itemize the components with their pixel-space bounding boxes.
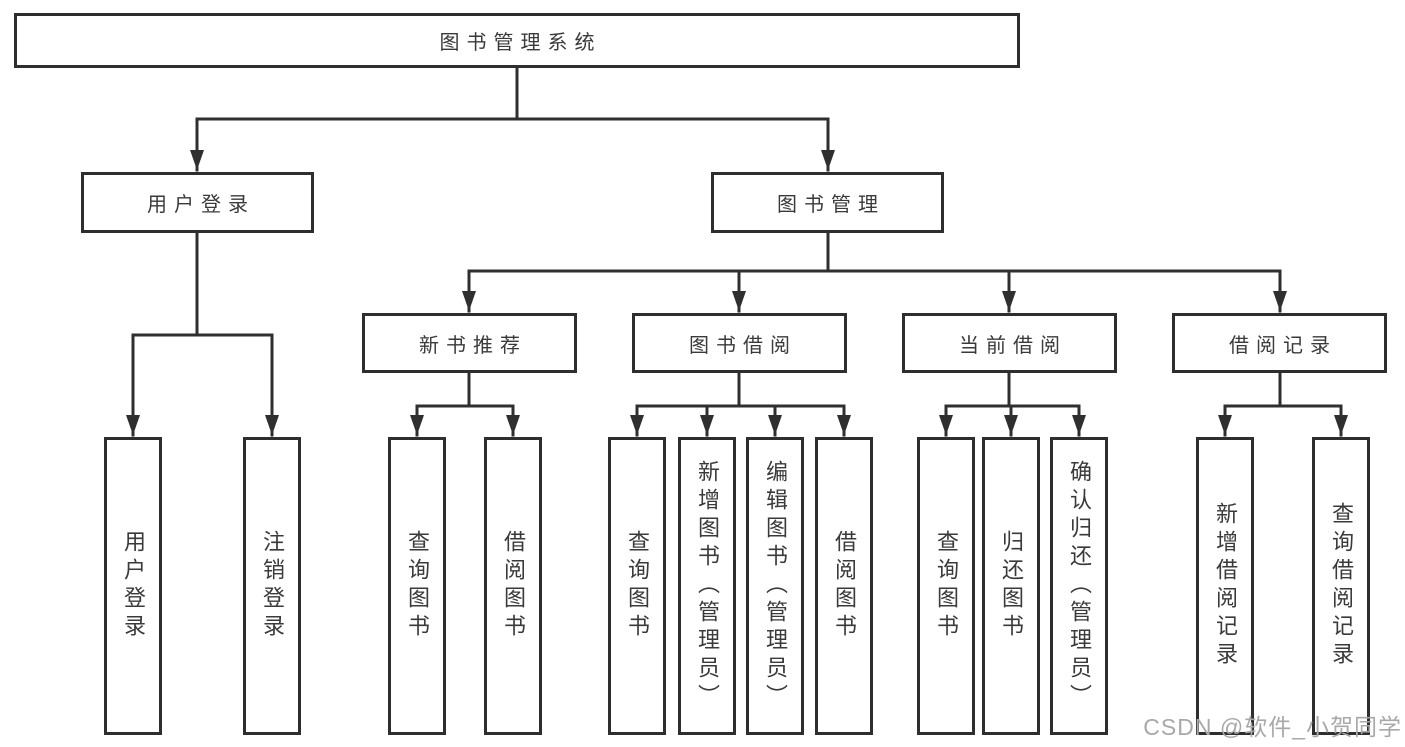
leaf-add-books-admin: 新增图书（管理员） <box>678 437 736 735</box>
connector-sec4-split <box>1223 371 1343 408</box>
leaf-label: 注销登录 <box>260 530 285 642</box>
leaf-logout: 注销登录 <box>243 437 301 735</box>
leaf-label: 查询图书 <box>625 530 650 642</box>
connector-root-split <box>195 66 830 121</box>
leaf-label: 借阅图书 <box>832 530 857 642</box>
connector-sec3-split <box>944 371 1081 408</box>
node-label: 图书管理系统 <box>439 32 602 54</box>
leaf-label: 归还图书 <box>999 530 1024 642</box>
node-label: 用户登录 <box>147 194 255 216</box>
node-label: 图书借阅 <box>689 334 797 357</box>
leaf-borrow-query-books: 查询图书 <box>608 437 666 735</box>
connector-sec1-split <box>415 371 515 408</box>
leaf-label: 编辑图书（管理员） <box>763 460 788 712</box>
leaf-edit-books-admin: 编辑图书（管理员） <box>746 437 804 735</box>
connector-mgmt-split <box>467 231 1282 273</box>
node-label: 借阅记录 <box>1229 334 1337 357</box>
leaf-confirm-return-admin: 确认归还（管理员） <box>1050 437 1108 735</box>
leaf-label: 确认归还（管理员） <box>1067 460 1092 712</box>
leaf-label: 借阅图书 <box>501 530 526 642</box>
leaf-label: 查询图书 <box>934 530 959 642</box>
leaf-return-books: 归还图书 <box>982 437 1040 735</box>
node-user-login-branch: 用户登录 <box>81 172 314 233</box>
node-label: 当前借阅 <box>959 334 1067 357</box>
leaf-recommend-query-books: 查询图书 <box>388 437 446 735</box>
leaf-add-borrow-record: 新增借阅记录 <box>1196 437 1254 735</box>
leaf-label: 新增借阅记录 <box>1213 502 1238 670</box>
leaf-label: 新增图书（管理员） <box>695 460 720 712</box>
leaf-label: 用户登录 <box>121 530 146 642</box>
leaf-query-borrow-record: 查询借阅记录 <box>1312 437 1370 735</box>
leaf-label: 查询借阅记录 <box>1329 502 1354 670</box>
leaf-user-login: 用户登录 <box>104 437 162 735</box>
leaf-label: 查询图书 <box>405 530 430 642</box>
node-book-management-branch: 图书管理 <box>711 172 944 233</box>
connector-sec2-split <box>635 371 846 408</box>
node-label: 新书推荐 <box>419 334 527 357</box>
node-system-root: 图书管理系统 <box>14 13 1020 68</box>
node-book-borrow: 图书借阅 <box>632 313 847 373</box>
node-current-borrow: 当前借阅 <box>902 313 1117 373</box>
node-borrow-records: 借阅记录 <box>1172 313 1387 373</box>
connector-login-split <box>131 231 274 337</box>
csdn-watermark: CSDN @软件_小贺同学 <box>1143 714 1402 740</box>
leaf-borrow-books: 借阅图书 <box>815 437 873 735</box>
node-label: 图书管理 <box>777 194 885 216</box>
leaf-current-query-books: 查询图书 <box>917 437 975 735</box>
leaf-recommend-borrow-books: 借阅图书 <box>484 437 542 735</box>
node-new-book-recommend: 新书推荐 <box>362 313 577 373</box>
